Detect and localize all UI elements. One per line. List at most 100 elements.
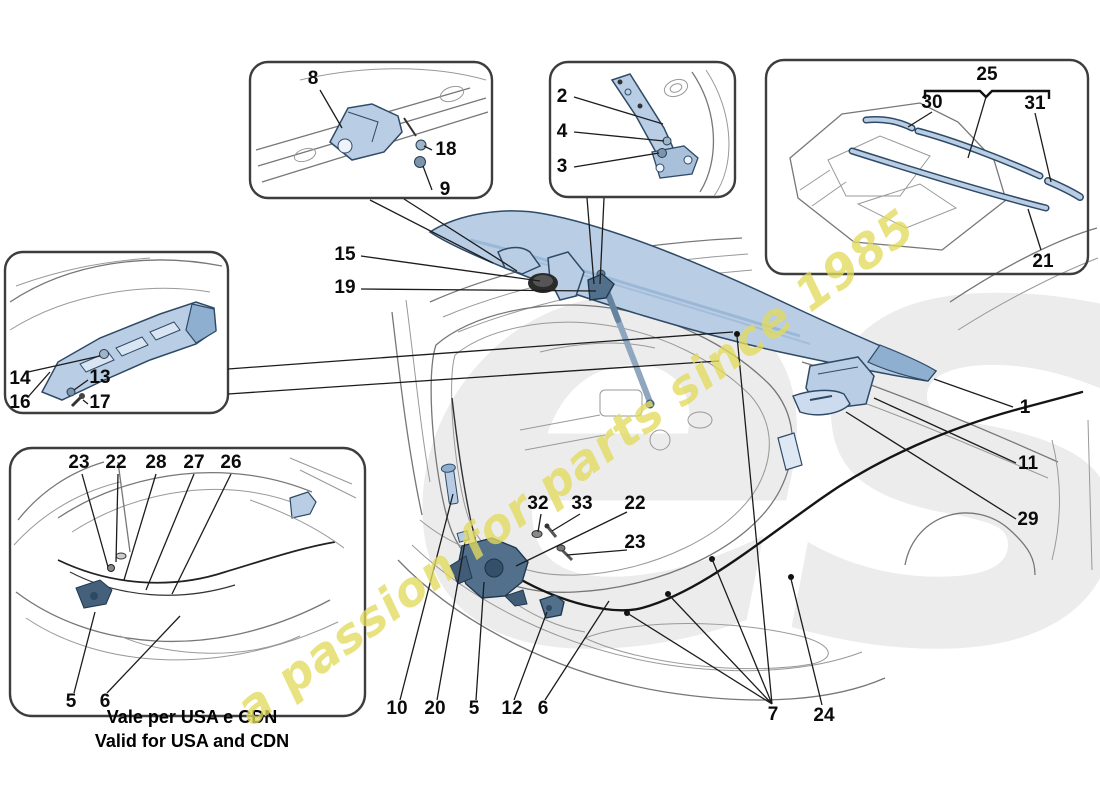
- left-fender-line: [391, 311, 423, 516]
- latch-drum: [90, 592, 98, 600]
- trim-end-block: [185, 303, 217, 344]
- callout-7: 7: [768, 704, 779, 725]
- leader-20: [436, 541, 466, 701]
- cable-clip-dot: [734, 331, 740, 337]
- scuttle-lines: [289, 457, 357, 499]
- leader-24: [790, 578, 823, 706]
- safety-catch-hole: [546, 605, 552, 611]
- bracket-stud: [403, 117, 417, 137]
- headlight-line: [249, 499, 345, 549]
- callout-11: 11: [1018, 453, 1039, 474]
- watermark-logo-text: es: [400, 66, 1100, 787]
- leader-9: [422, 165, 433, 191]
- inset-top-middle-hinge: [548, 60, 737, 199]
- leader-15: [360, 255, 541, 282]
- hinge-bolt: [617, 79, 623, 85]
- leader-22-main: [515, 511, 628, 567]
- callout-4: 4: [557, 121, 568, 142]
- inset-top-left-hood-bracket: [248, 60, 494, 200]
- callout-31: 31: [1024, 93, 1046, 114]
- cable-bracket-plate: [777, 432, 803, 471]
- watermark-logo: es: [400, 66, 1100, 787]
- leader-25: [967, 96, 987, 159]
- recess-oval: [439, 85, 465, 103]
- callout-19: 19: [334, 277, 355, 298]
- spiral-detail: [669, 83, 683, 93]
- callout-6: 6: [100, 691, 111, 712]
- leader-inset-d-to-cowl: [227, 331, 734, 395]
- inset-border: [8, 446, 367, 718]
- leader-lines: [27, 89, 1052, 706]
- washer: [531, 530, 543, 538]
- bumper-inner: [25, 617, 339, 661]
- callout-10: 10: [386, 698, 407, 719]
- bumper-inner: [411, 544, 863, 672]
- callout-14: 14: [9, 368, 31, 389]
- callout-22: 22: [105, 452, 126, 473]
- leader-19: [360, 288, 597, 292]
- callout-28: 28: [145, 452, 166, 473]
- weatherstrip-25-fill: [916, 129, 1042, 178]
- lid-hinge: [587, 273, 615, 301]
- main-illustration: [391, 210, 1099, 701]
- bracket: [289, 491, 317, 519]
- leader-23-inset: [81, 473, 109, 568]
- leader-16: [27, 371, 51, 398]
- release-cable: [516, 390, 1084, 612]
- latch-hook: [504, 589, 528, 607]
- arch-line: [705, 69, 730, 197]
- hood-edge: [299, 68, 487, 81]
- caption-english: Valid for USA and CDN: [95, 731, 289, 751]
- striker-pin: [440, 463, 459, 505]
- bay-ellipse: [687, 411, 713, 429]
- safety-catch: [539, 594, 565, 619]
- callout-27: 27: [183, 452, 204, 473]
- callout-21: 21: [1032, 251, 1054, 272]
- handle-slot: [809, 395, 833, 401]
- leader-13: [73, 379, 89, 391]
- latch-drum: [484, 558, 504, 578]
- wheel-arch: [904, 512, 1036, 576]
- leader-inset-b-to-hinge: [586, 197, 605, 285]
- leader-6-inset: [106, 615, 181, 694]
- leader-26: [171, 473, 232, 595]
- leader-29: [845, 411, 1017, 520]
- leader-6-main: [544, 600, 610, 701]
- wiper-linkage: [539, 342, 656, 353]
- leader-7: [626, 335, 773, 705]
- bay-rim-inner: [71, 488, 303, 533]
- bay-floor-lines: [519, 414, 606, 451]
- hood-recess: [856, 183, 958, 229]
- washer: [115, 552, 127, 560]
- hood-fold-lines: [799, 169, 847, 207]
- bay-rim: [57, 472, 313, 519]
- leader-3: [573, 152, 660, 168]
- fender-line: [13, 481, 121, 546]
- panel-line: [817, 366, 859, 375]
- callout-5: 5: [469, 698, 480, 719]
- leader-10: [399, 493, 454, 701]
- leader-2: [573, 96, 664, 125]
- door-gap-line: [1051, 439, 1060, 561]
- callout-23: 23: [68, 452, 89, 473]
- callout-32: 32: [527, 493, 548, 514]
- arch-line: [691, 71, 715, 193]
- callout-1: 1: [1020, 397, 1031, 418]
- lid-tip: [867, 344, 937, 382]
- leader-21: [1027, 208, 1042, 251]
- leader-27: [145, 473, 195, 591]
- hinge-bolt: [637, 103, 643, 109]
- callout-12: 12: [501, 698, 522, 719]
- nut: [414, 156, 426, 168]
- pillar-line: [949, 227, 1098, 303]
- left-fender-line: [405, 299, 431, 483]
- callout-17: 17: [89, 392, 110, 413]
- stud-head: [544, 523, 550, 529]
- hood-recess: [827, 135, 931, 197]
- inset-bottom-left-usa-cdn: Vale per USA e CDN Valid for USA and CDN: [8, 446, 367, 751]
- leader-30: [907, 111, 933, 128]
- release-cable: [57, 541, 336, 584]
- leader-31: [1034, 112, 1052, 183]
- bracket-hole: [337, 138, 353, 154]
